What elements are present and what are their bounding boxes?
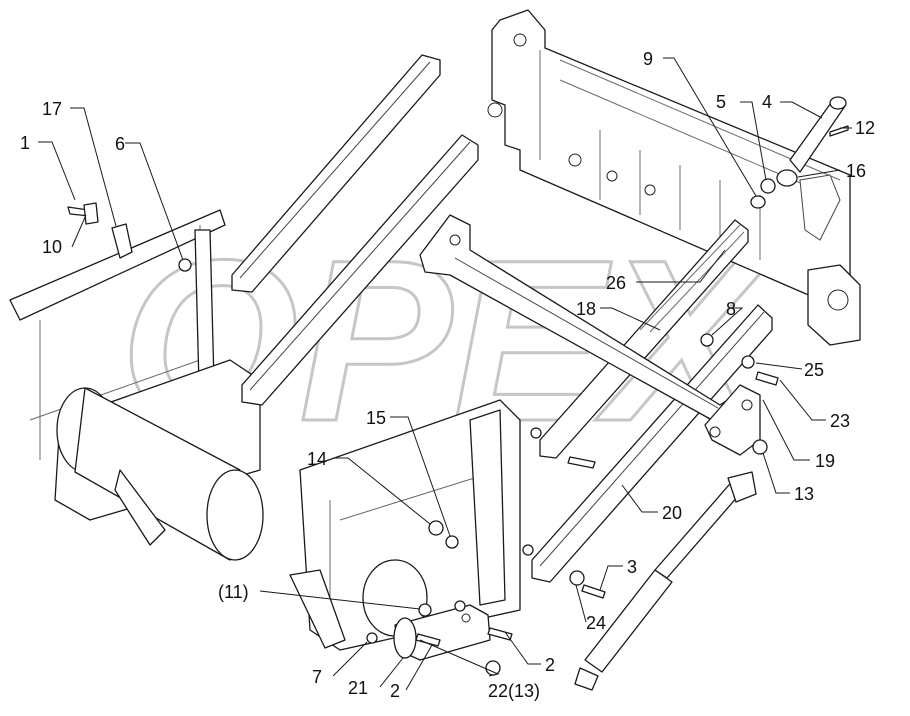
- callout-16: 16: [846, 161, 866, 181]
- nut-22: [485, 660, 501, 676]
- rail-26: [539, 219, 749, 459]
- callout-labels: 1 17 10 6 9 5 4 12 16 26 18 8 25 23 19 1…: [20, 49, 875, 701]
- washer-14: [428, 520, 444, 536]
- callout-6: 6: [115, 134, 125, 154]
- nut-7: [366, 632, 378, 644]
- callout-18: 18: [576, 299, 596, 319]
- callout-5: 5: [716, 92, 726, 112]
- rails: [231, 54, 773, 583]
- callout-12: 12: [855, 118, 875, 138]
- nut-8: [700, 333, 714, 347]
- bracket-19: [704, 384, 761, 456]
- callout-4: 4: [762, 92, 772, 112]
- gas-strut: [574, 471, 757, 691]
- rail-20: [531, 304, 773, 583]
- bolt-4: [789, 96, 847, 173]
- callout-13: 13: [794, 484, 814, 504]
- callout-8: 8: [726, 299, 736, 319]
- callout-19: 19: [815, 451, 835, 471]
- nut-9: [750, 195, 766, 209]
- nut-6: [178, 258, 192, 272]
- callout-2-right: 2: [545, 655, 555, 675]
- nut-rail-lower: [522, 544, 534, 556]
- callout-22: 22(13): [488, 681, 540, 701]
- bracket-21: [393, 604, 491, 661]
- washer-25: [741, 355, 755, 369]
- callout-1: 1: [20, 133, 30, 153]
- callout-25: 25: [804, 360, 824, 380]
- callout-2-bottom: 2: [390, 681, 400, 701]
- rear-frame: [487, 9, 861, 346]
- bolt-2-right: [487, 627, 513, 641]
- callout-20: 20: [662, 503, 682, 523]
- callout-26: 26: [606, 273, 626, 293]
- leader-lines: [38, 57, 852, 691]
- washer-24: [569, 570, 585, 586]
- nut-13: [752, 439, 768, 455]
- washer-5: [760, 178, 776, 194]
- nut-15: [445, 535, 459, 549]
- nut-bracket: [454, 600, 466, 612]
- bolt-lower-rail: [567, 456, 596, 469]
- callout-7: 7: [312, 667, 322, 687]
- callout-17: 17: [42, 99, 62, 119]
- bolt-2-left: [415, 633, 441, 647]
- callout-11: (11): [218, 582, 249, 602]
- callout-24: 24: [586, 613, 606, 633]
- rail-mid-left: [241, 134, 479, 406]
- washer-10: [83, 202, 99, 225]
- clamp-17: [111, 223, 133, 259]
- callout-14: 14: [307, 449, 327, 469]
- nut-16: [776, 169, 798, 187]
- callout-23: 23: [830, 411, 850, 431]
- rail-upper-left: [231, 54, 441, 293]
- bolt-23: [755, 371, 779, 386]
- callout-3: 3: [627, 557, 637, 577]
- nut-rail: [530, 427, 542, 439]
- callout-9: 9: [643, 49, 653, 69]
- callout-21: 21: [348, 678, 368, 698]
- washer-11: [418, 603, 432, 617]
- bolt-3: [581, 584, 606, 599]
- callout-10: 10: [42, 237, 62, 257]
- front-frame: [9, 209, 521, 651]
- callout-15: 15: [366, 408, 386, 428]
